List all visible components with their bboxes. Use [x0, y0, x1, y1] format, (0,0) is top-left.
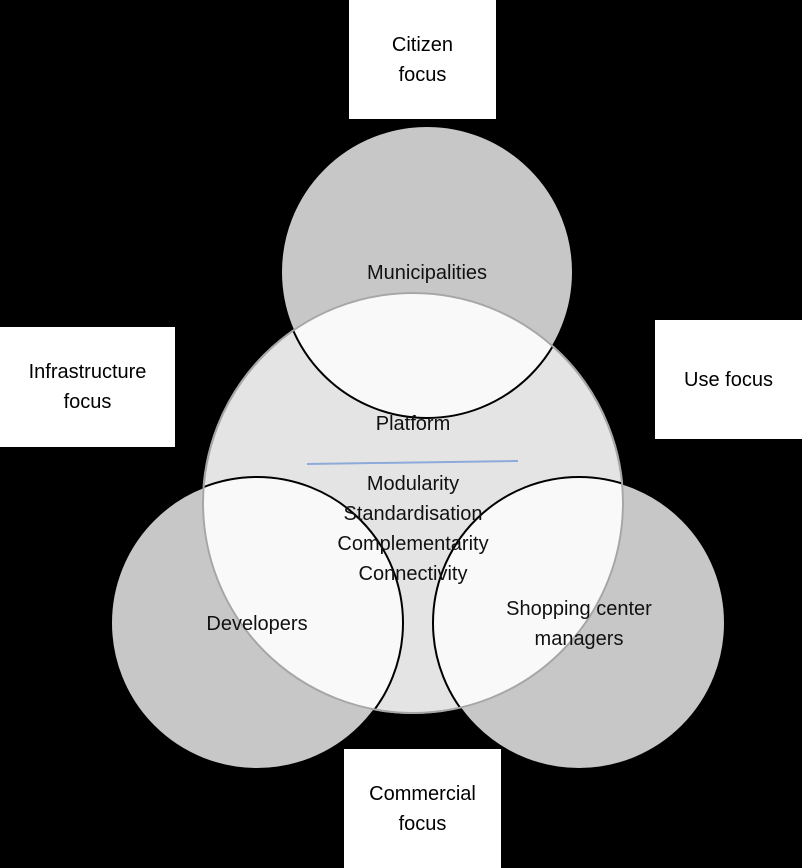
- shopping-center-label-line2: managers: [535, 628, 624, 650]
- platform-title: Platform: [376, 413, 450, 435]
- shopping-center-circle: [432, 476, 726, 770]
- focus-box-use: Use focus: [655, 320, 802, 439]
- focus-box-citizen: Citizen focus: [349, 0, 496, 119]
- platform-divider: [306, 460, 519, 465]
- platform-attribute: Standardisation: [344, 503, 483, 525]
- platform-attribute: Connectivity: [359, 563, 468, 585]
- platform-attribute: Complementarity: [337, 533, 488, 555]
- focus-box-commercial: Commercial focus: [344, 749, 501, 868]
- municipalities-circle: [280, 125, 574, 419]
- platform-attribute: Modularity: [367, 473, 459, 495]
- municipalities-label: Municipalities: [367, 262, 487, 284]
- focus-box-infrastructure: Infrastructure focus: [0, 327, 175, 447]
- platform-outline: [202, 292, 624, 714]
- shopping-center-label-line1: Shopping center: [506, 598, 652, 620]
- developers-label: Developers: [206, 613, 307, 635]
